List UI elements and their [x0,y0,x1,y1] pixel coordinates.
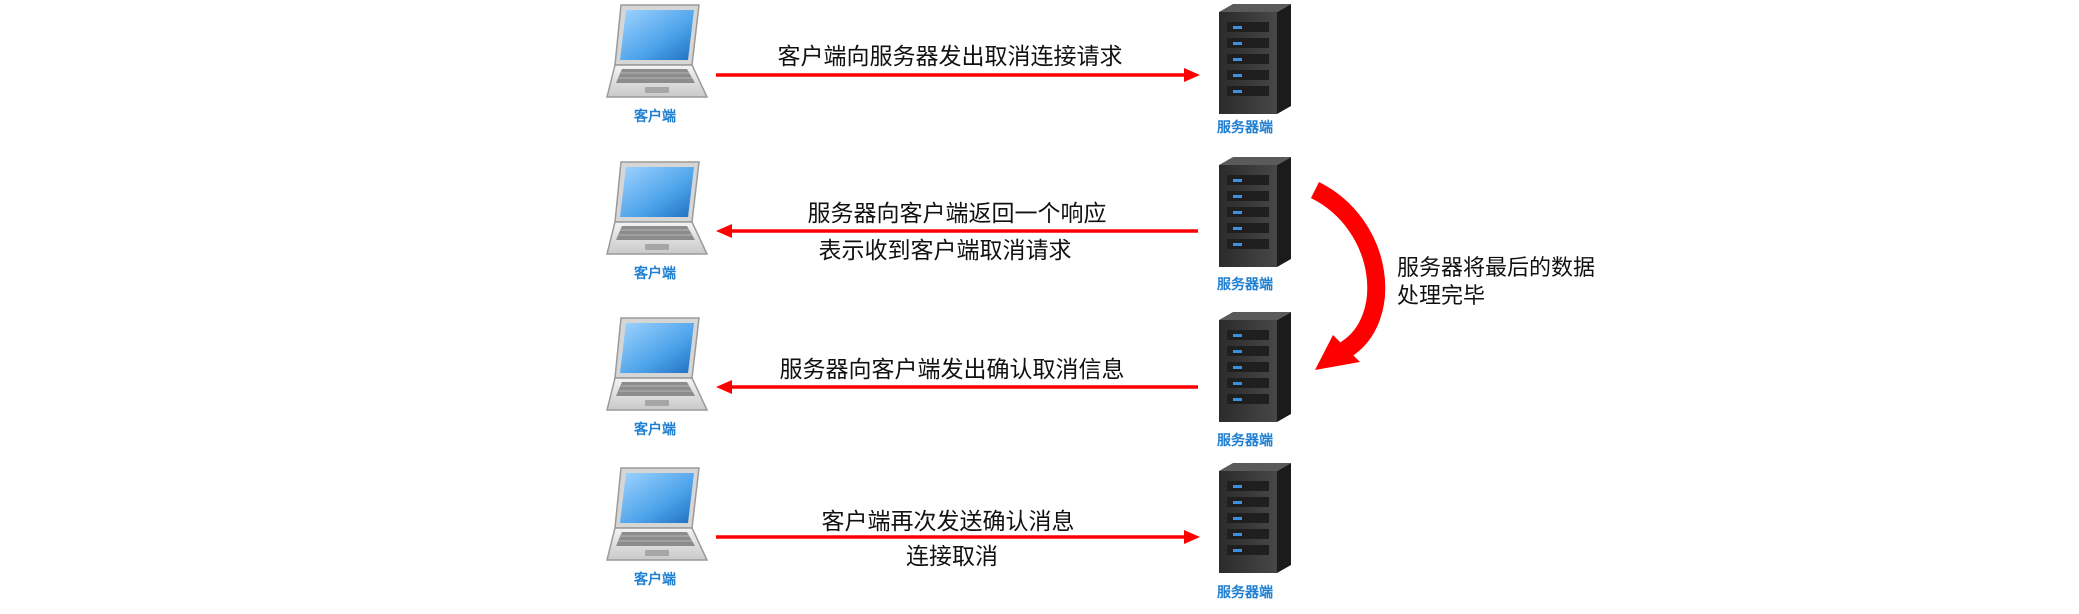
server-tower-icon [1219,463,1291,573]
laptop-icon [606,467,708,561]
client-label: 客户端 [633,108,676,125]
server-tower-icon [1219,157,1291,267]
server-tower-icon [1219,312,1291,422]
message-text: 服务器向客户端返回一个响应 [808,201,1107,227]
message-text: 表示收到客户端取消请求 [819,238,1072,264]
arrow-right-icon [1184,530,1200,544]
arrow-left-icon [716,380,732,394]
side-note-text: 处理完毕 [1397,284,1485,309]
message-text: 客户端再次发送确认消息 [822,509,1075,535]
laptop-icon [606,317,708,411]
client-label: 客户端 [633,571,676,588]
server-label: 服务器端 [1217,119,1273,136]
side-note-text: 服务器将最后的数据 [1397,256,1595,281]
server-label: 服务器端 [1217,432,1273,449]
curved-arrow-icon [1310,181,1386,370]
server-label: 服务器端 [1217,584,1273,601]
server-label: 服务器端 [1217,276,1273,293]
message-text: 服务器向客户端发出确认取消信息 [780,357,1125,383]
message-text: 连接取消 [906,544,998,570]
laptop-icon [606,161,708,255]
client-label: 客户端 [633,265,676,282]
client-label: 客户端 [633,421,676,438]
arrow-left-icon [716,224,732,238]
server-tower-icon [1219,4,1291,114]
arrow-right-icon [1184,68,1200,82]
laptop-icon [606,4,708,98]
message-text: 客户端向服务器发出取消连接请求 [778,44,1123,70]
